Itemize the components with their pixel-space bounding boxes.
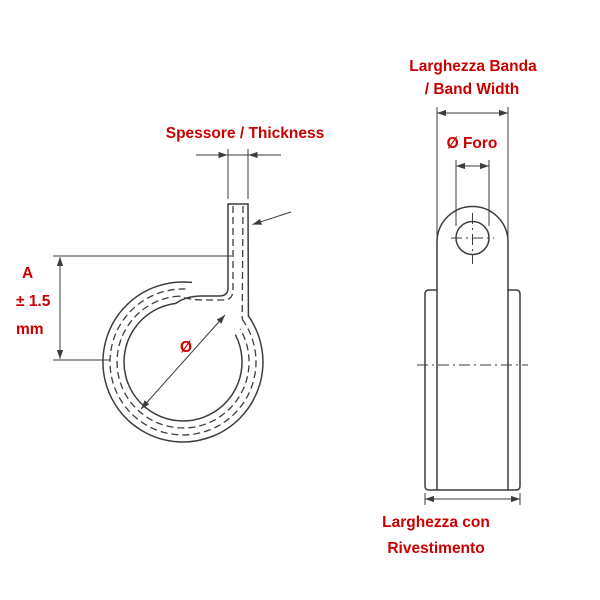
thickness-dimension: Spessore / Thickness bbox=[166, 125, 325, 225]
coated-width-label-line1: Larghezza con bbox=[382, 514, 490, 531]
thickness-label: Spessore / Thickness bbox=[166, 125, 325, 142]
thickness-leader-arrow bbox=[252, 211, 292, 225]
inner-diameter-dimension: Ø bbox=[140, 314, 226, 410]
height-label-line1: A bbox=[22, 265, 33, 282]
band-width-label-line2: / Band Width bbox=[425, 81, 520, 98]
band-width-label-line1: Larghezza Banda bbox=[409, 58, 537, 75]
inner-diameter-label: Ø bbox=[180, 339, 192, 356]
band-outer-edge bbox=[102, 281, 264, 443]
tab-left-rubber-dashed bbox=[179, 206, 234, 301]
tab-right-rubber-dashed bbox=[241, 205, 244, 320]
coated-width-label-line2: Rivestimento bbox=[387, 540, 484, 557]
clamp-front-outline bbox=[417, 205, 528, 491]
p-clip-band-outline bbox=[102, 203, 264, 443]
hole-diameter-dimension: Ø Foro bbox=[447, 135, 498, 226]
mounting-tab-arc bbox=[436, 205, 509, 243]
height-label-line2: ± 1.5 bbox=[16, 293, 51, 310]
band-width-dimension: Larghezza Banda / Band Width bbox=[409, 58, 537, 237]
band-inner-edge bbox=[123, 302, 243, 422]
side-view: Spessore / Thickness A ± 1.5 mm Ø bbox=[16, 125, 325, 443]
coated-width-dimension: Larghezza con Rivestimento bbox=[382, 493, 521, 557]
rubber-lining-outer-dashed bbox=[109, 288, 257, 436]
front-view: Larghezza Banda / Band Width Ø Foro Larg… bbox=[382, 58, 537, 557]
hole-diameter-label: Ø Foro bbox=[447, 135, 498, 152]
tab-left-edge bbox=[175, 203, 229, 305]
rubber-lining-inner-dashed bbox=[116, 295, 250, 429]
rubber-coating-outline bbox=[424, 289, 521, 491]
height-label-line3: mm bbox=[16, 321, 44, 338]
height-dimension: A ± 1.5 mm bbox=[16, 255, 232, 361]
inner-diameter-line bbox=[140, 314, 226, 410]
